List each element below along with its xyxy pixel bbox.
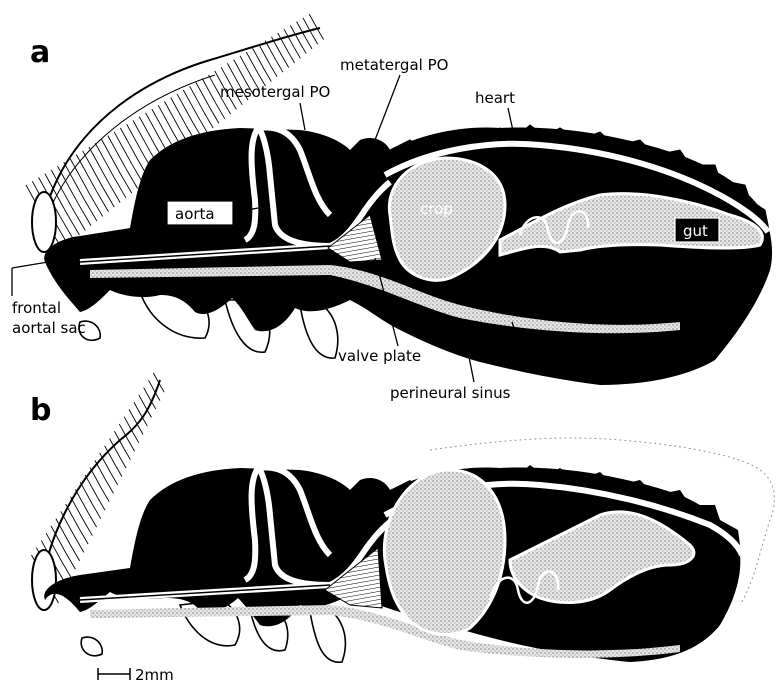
panel-a: a — [12, 14, 772, 402]
scale-bar-label: 2mm — [135, 666, 174, 684]
panel-a-letter: a — [30, 35, 50, 70]
label-mesotergal-po: mesotergal PO — [220, 83, 330, 101]
panel-b: b 2mm — [30, 373, 774, 684]
crop-b — [384, 470, 505, 635]
label-gut: gut — [683, 222, 708, 240]
panel-b-letter: b — [30, 393, 51, 428]
label-ventral-diaphragm: ventral diaphragm — [480, 347, 619, 365]
label-metatergal-po: metatergal PO — [340, 56, 448, 74]
label-valve-plate: valve plate — [338, 347, 421, 365]
scale-bar: 2mm — [98, 666, 174, 684]
label-perineural-sinus: perineural sinus — [390, 384, 511, 402]
label-aorta: aorta — [175, 205, 215, 223]
label-frontal: frontal — [12, 299, 61, 317]
label-crop: crop — [420, 200, 453, 218]
label-aortal-sac: aortal sac — [12, 319, 86, 337]
label-heart: heart — [475, 89, 515, 107]
